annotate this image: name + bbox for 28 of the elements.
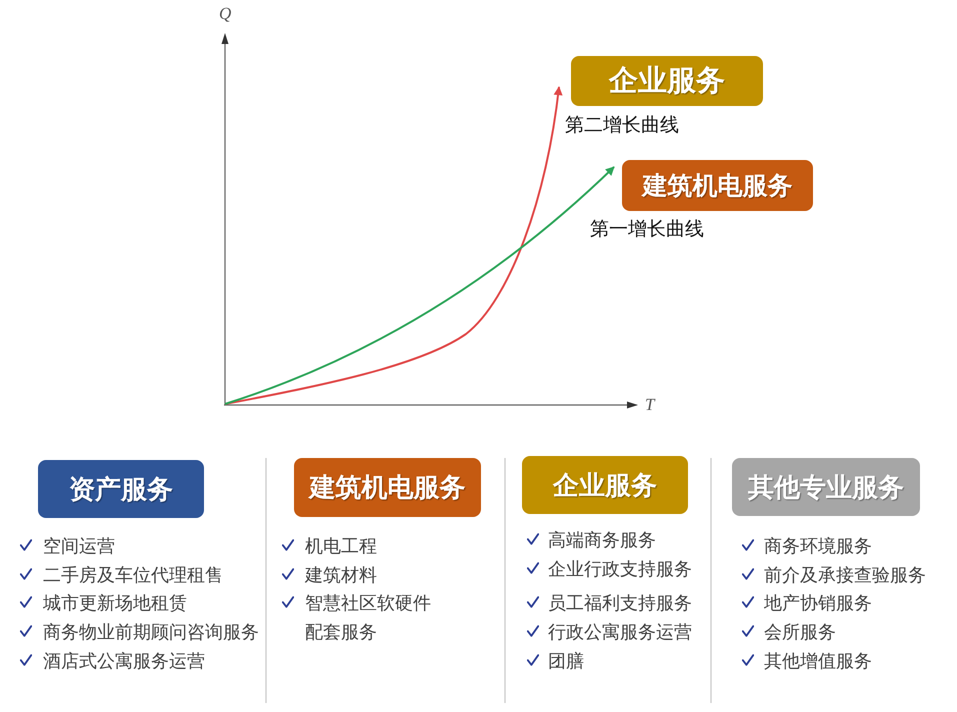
list-item: 其他增值服务 [764,650,872,674]
list-item: 团膳 [548,650,584,674]
list-item: 商务环境服务 [764,534,872,558]
list-item: 员工福利支持服务 [548,592,692,616]
curved-arrow [224,86,562,405]
category-box: 资产服务 [38,460,204,518]
category-box: 其他专业服务 [732,458,920,516]
list-item: 行政公寓服务运营 [548,620,692,644]
list-item: 商务物业前期顾问咨询服务 [43,620,259,644]
list-item: 会所服务 [764,620,836,644]
list-item: 智慧社区软硬件配套服务 [305,592,432,644]
list-item: 酒店式公寓服务运营 [43,650,205,674]
category-box: 建筑机电服务 [294,458,481,517]
curved-arrow [224,166,615,405]
category-box: 建筑机电服务 [622,160,813,211]
category-box: 企业服务 [571,56,763,106]
axis-label: T [645,395,654,415]
list-item: 高端商务服务 [548,528,656,552]
list-item: 建筑材料 [305,564,377,588]
list-item: 地产协销服务 [764,592,872,616]
axis-label: Q [219,4,232,24]
list-item: 二手房及车位代理租售 [43,564,223,588]
category-box: 企业服务 [522,456,688,514]
list-item: 机电工程 [305,534,377,558]
list-item: 城市更新场地租赁 [43,592,187,616]
list-item: 前介及承接查验服务 [764,564,926,588]
list-item: 空间运营 [43,534,115,558]
list-item: 企业行政支持服务 [548,558,692,582]
